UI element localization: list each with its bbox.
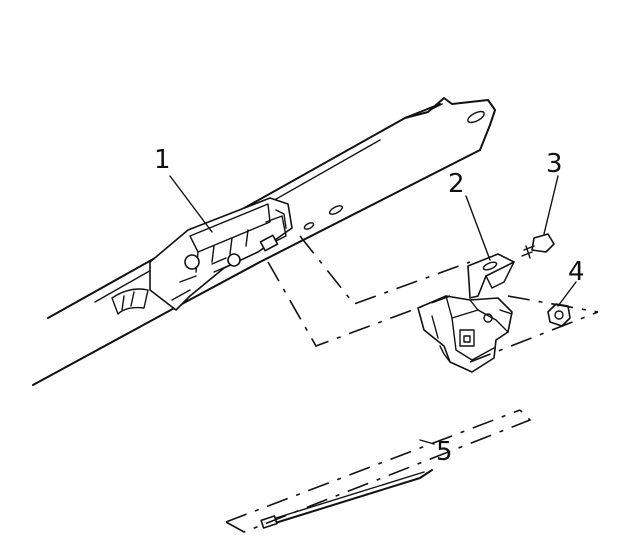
callout-5: 5 xyxy=(436,437,453,467)
callout-3: 3 xyxy=(546,149,563,179)
callout-4: 4 xyxy=(568,257,585,287)
part-4-nut xyxy=(547,303,571,327)
callout-1: 1 xyxy=(154,145,171,175)
callout-2: 2 xyxy=(448,169,465,199)
column-bracket xyxy=(149,197,293,311)
bolt-icon xyxy=(227,253,241,267)
part-2-bracket xyxy=(467,253,515,299)
leader-lines xyxy=(169,175,577,445)
bolt-icon xyxy=(184,254,200,270)
part-3-bolt xyxy=(521,233,555,259)
dashed-guides xyxy=(225,235,599,533)
switch-assembly xyxy=(417,295,513,373)
